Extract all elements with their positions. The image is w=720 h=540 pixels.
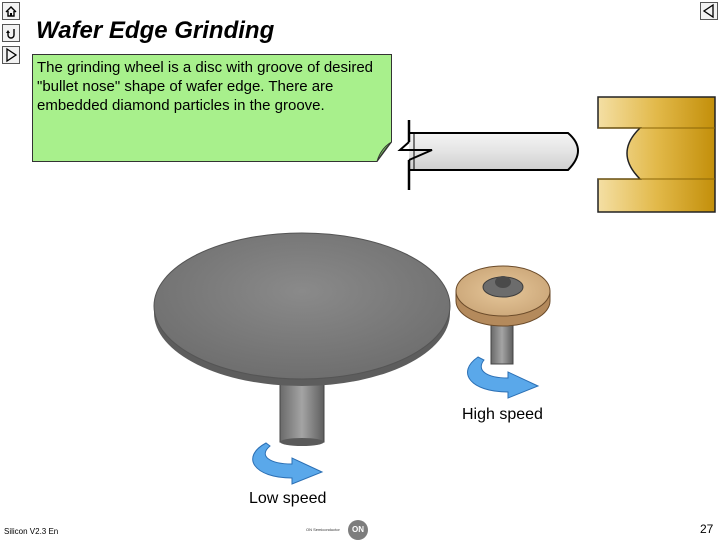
high-speed-label: High speed — [462, 406, 543, 423]
page-number: 27 — [700, 522, 714, 536]
company-logo: ON — [348, 520, 368, 540]
previous-icon — [702, 3, 714, 19]
high-speed-rotation-arrow — [467, 356, 540, 399]
company-name: ON Semiconductor — [306, 527, 340, 532]
low-speed-label: Low speed — [249, 490, 327, 507]
home-button[interactable] — [2, 2, 20, 20]
low-speed-rotation-arrow — [252, 442, 324, 485]
grinding-wheel-groove — [597, 96, 716, 213]
grinding-wheel — [455, 265, 551, 365]
return-icon — [6, 29, 15, 39]
course-label: Silicon V2.3 En — [4, 527, 59, 536]
page-title: Wafer Edge Grinding — [36, 17, 275, 44]
note-text: The grinding wheel is a disc with groove… — [37, 59, 374, 114]
next-button[interactable] — [2, 46, 20, 64]
note-shape — [32, 54, 392, 162]
wafer-table — [153, 232, 451, 446]
return-button[interactable] — [2, 24, 20, 42]
wafer-edge-profile — [397, 120, 579, 190]
note-box: The grinding wheel is a disc with groove… — [32, 54, 392, 162]
home-icon — [5, 6, 17, 17]
next-icon — [6, 47, 18, 63]
previous-button[interactable] — [700, 2, 718, 20]
